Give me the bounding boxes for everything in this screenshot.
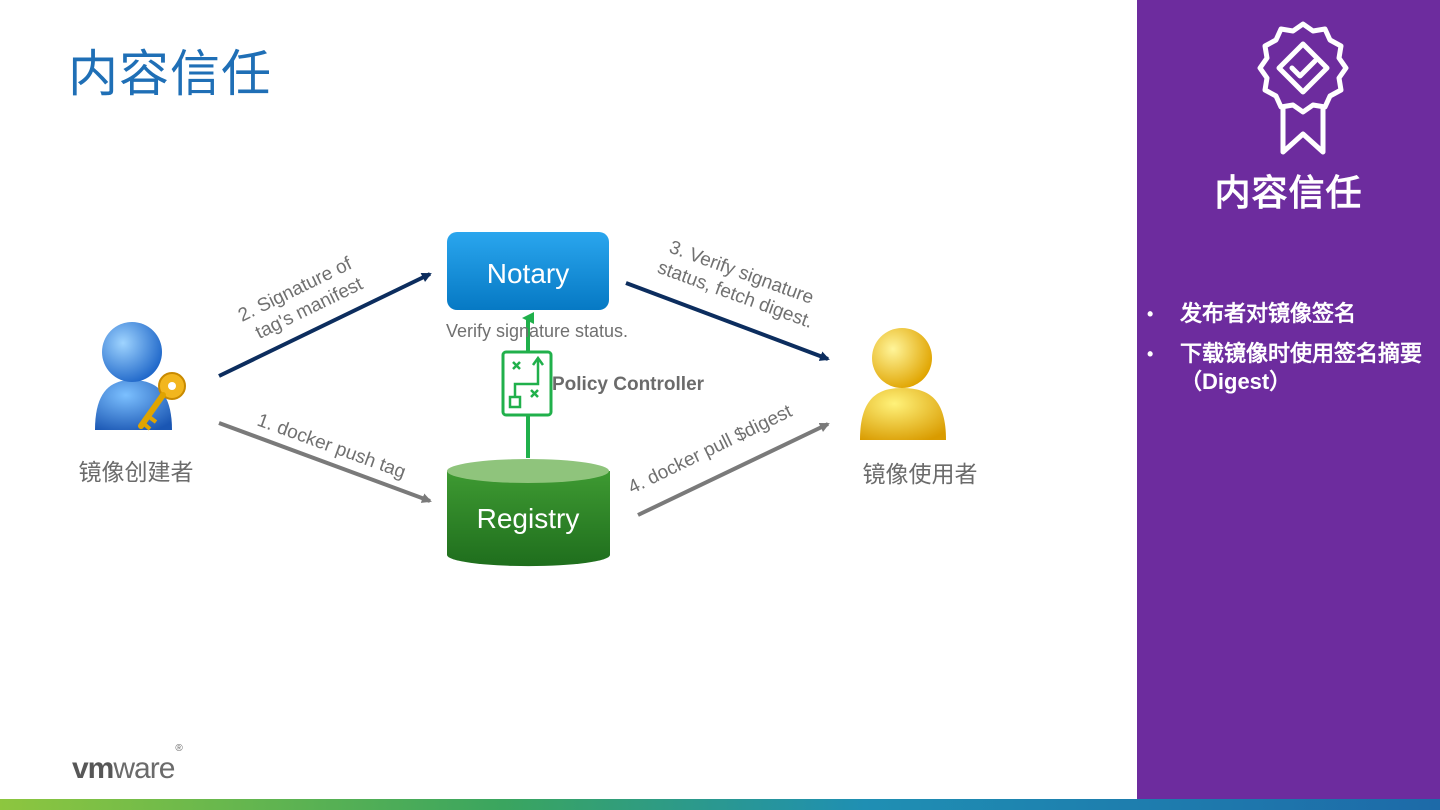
sidebar-panel: 内容信任 发布者对镜像签名 下载镜像时使用签名摘要（Digest） [1137, 0, 1440, 799]
registry-label: Registry [477, 503, 580, 534]
consumer-label: 镜像使用者 [863, 461, 978, 487]
push-arrow [218, 421, 432, 503]
bottom-gradient-bar [0, 799, 1440, 810]
vmware-logo-rest: ware [113, 752, 175, 785]
creator-user-icon [95, 322, 172, 430]
key-icon [138, 372, 186, 431]
creator-label: 镜像创建者 [79, 459, 194, 485]
notary-label: Notary [487, 258, 569, 289]
notary-box: Notary [447, 232, 609, 310]
sign-arrow [218, 272, 432, 378]
policy-controller-label: Policy Controller [552, 374, 705, 395]
sidebar-bullet: 发布者对镜像签名 [1137, 300, 1440, 328]
verify-arrow-label: 3. Verify signature status, fetch digest… [655, 236, 824, 333]
vmware-logo: vmware® [72, 743, 183, 786]
policy-controller-icon [501, 350, 553, 417]
sidebar-title: 内容信任 [1214, 172, 1363, 213]
notary-caption: Verify signature status. [446, 321, 628, 341]
content-trust-diagram: 镜像创建者 镜像使用者 Notary Registry Verify signa… [79, 232, 978, 567]
slide-title: 内容信任 [68, 46, 272, 102]
registry-cylinder: Registry [447, 459, 610, 567]
vmware-logo-bold: vm [72, 752, 114, 785]
award-badge-icon [1257, 21, 1349, 155]
sidebar-bullet-list: 发布者对镜像签名 下载镜像时使用签名摘要（Digest） [1137, 300, 1440, 408]
consumer-user-icon [860, 328, 946, 440]
vmware-logo-mark: ® [175, 743, 182, 754]
sign-arrow-label: 2. Signature of tag's manifest [235, 251, 370, 347]
sidebar-bullet: 下载镜像时使用签名摘要（Digest） [1137, 340, 1440, 396]
pull-arrow [637, 422, 830, 517]
verify-arrow [625, 281, 830, 361]
